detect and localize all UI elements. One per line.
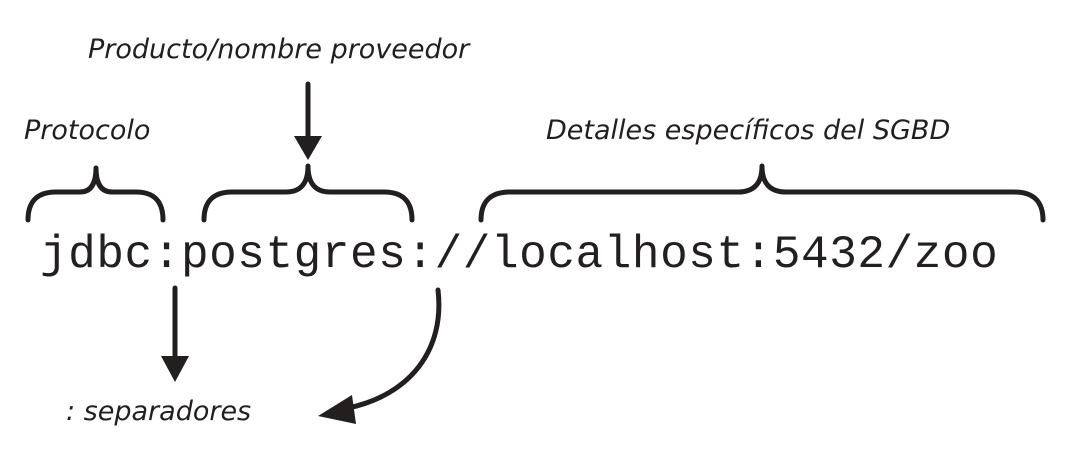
url-product: postgres xyxy=(180,229,407,281)
separator-arrow-head xyxy=(161,356,189,382)
dbms-details-label: Detalles específicos del SGBD xyxy=(546,115,951,146)
separators-label: : separadores xyxy=(66,396,252,427)
url-protocol: jdbc xyxy=(40,229,153,281)
separator-curved-arrow-head xyxy=(318,395,356,424)
separator-curved-arrow-shaft xyxy=(345,287,442,411)
url-separator-1: : xyxy=(152,229,181,281)
jdbc-connection-url: jdbc:postgres://localhost:5432/zoo xyxy=(40,232,998,278)
product-arrow-head xyxy=(294,136,322,160)
url-separator-2: : xyxy=(406,229,435,281)
protocol-label: Protocolo xyxy=(24,115,151,146)
url-details: //localhost:5432/zoo xyxy=(434,229,999,281)
details-brace xyxy=(478,163,1046,223)
product-brace xyxy=(201,163,415,223)
product-vendor-label: Producto/nombre proveedor xyxy=(88,34,470,65)
protocol-brace xyxy=(25,165,166,223)
